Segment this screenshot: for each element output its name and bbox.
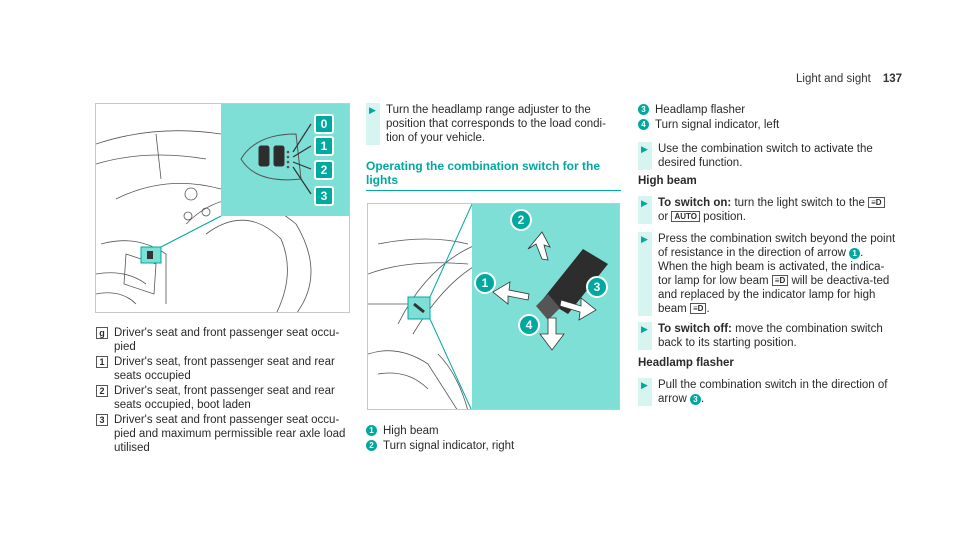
ref-item: 4 Turn signal indicator, left — [638, 118, 896, 132]
step-arrow-icon: ▶ — [641, 324, 648, 334]
ref-text: High beam — [383, 425, 439, 437]
stalk-drawing — [536, 249, 608, 320]
ref-text: Turn signal indicator, left — [655, 119, 780, 131]
callout-badge-1: 1 — [314, 136, 334, 156]
switch-on-text: turn the light switch to the — [734, 197, 865, 209]
instruction-step: ▶ Pull the combination switch in the dir… — [638, 378, 896, 406]
high-beam-heading: High beam — [638, 175, 697, 187]
step-arrow-icon: ▶ — [641, 144, 648, 154]
caption-item: g Driver's seat and front passenger seat… — [96, 326, 351, 354]
caption-key: 2 — [96, 385, 108, 397]
pull-ref-badge: 3 — [689, 394, 701, 405]
ref-item: 1 High beam — [366, 424, 621, 438]
caption-text: Driver's seat, front passenger seat and … — [114, 385, 335, 411]
position-text: position. — [703, 211, 747, 223]
instruction-step: ▶ Press the combination switch beyond th… — [638, 232, 896, 316]
instruction-step: ▶ To switch off: move the combination sw… — [638, 322, 896, 350]
page-number: 137 — [882, 73, 902, 85]
ref-badge: 1 — [366, 425, 377, 436]
column-two: ▶ Turn the headlamp range adjuster to th… — [366, 103, 621, 191]
caption-item: 1 Driver's seat, front passenger seat an… — [96, 355, 351, 383]
ref-badge: 3 — [638, 104, 649, 115]
direction-arrows — [492, 231, 597, 351]
step-arrow-icon: ▶ — [641, 198, 648, 208]
step-arrow-icon: ▶ — [369, 105, 376, 115]
ref-item: 3 Headlamp flasher — [638, 103, 896, 117]
ref-text: Turn signal indicator, right — [383, 440, 515, 452]
press-ref-badge: 1 — [849, 248, 861, 259]
or-text: or — [658, 211, 669, 223]
figure2-refs: 1 High beam 2 Turn signal indicator, rig… — [366, 424, 621, 454]
callout-badge-1: 1 — [474, 272, 496, 294]
step-text: Turn the headlamp range adjuster to the … — [386, 104, 606, 144]
ref-badge: 2 — [366, 440, 377, 451]
combination-switch-figure: 1 2 3 4 — [367, 203, 620, 410]
section-heading: Operating the combination switch for the… — [366, 159, 621, 191]
ref-text: Headlamp flasher — [655, 104, 746, 116]
caption-key: g — [96, 327, 108, 339]
switch-on-label: To switch on: — [658, 197, 732, 209]
step-text: Use the combination switch to activate t… — [658, 143, 873, 169]
caption-key: 1 — [96, 356, 108, 368]
high-beam-symbol-icon: ≡D — [689, 303, 707, 314]
switch-off-label: To switch off: — [658, 323, 732, 335]
instruction-step: ▶ To switch on: turn the light switch to… — [638, 196, 896, 224]
switch-off-text: move the combination switch back to its … — [658, 323, 883, 349]
step-arrow-icon: ▶ — [641, 380, 648, 390]
caption-item: 2 Driver's seat, front passenger seat an… — [96, 384, 351, 412]
page-header: Light and sight 137 — [796, 72, 902, 86]
step-arrow-icon: ▶ — [641, 234, 648, 244]
callout-badge-3: 3 — [586, 276, 608, 298]
ref-item: 2 Turn signal indicator, right — [366, 439, 621, 453]
callout-badge-4: 4 — [518, 314, 540, 336]
instruction-step: ▶ Turn the headlamp range adjuster to th… — [366, 103, 621, 145]
caption-item: 3 Driver's seat and front passenger seat… — [96, 413, 351, 455]
caption-text: Driver's seat and front passenger seat o… — [114, 327, 340, 353]
caption-key: 3 — [96, 414, 108, 426]
headlamp-range-figure: 0 1 2 3 — [95, 103, 350, 313]
callout-badge-2: 2 — [510, 209, 532, 231]
switch-drawing — [240, 133, 302, 181]
column-three: 3 Headlamp flasher 4 Turn signal indicat… — [638, 103, 896, 416]
callout-badge-2: 2 — [314, 160, 334, 180]
caption-text: Driver's seat, front passenger seat and … — [114, 356, 335, 382]
pull-text: Pull the combination switch in the direc… — [658, 379, 888, 405]
headlamp-flasher-heading: Headlamp flasher — [638, 357, 734, 369]
press-text-c: will be deactiva-ted and replaced by the… — [658, 275, 890, 315]
auto-symbol-icon: AUTO — [671, 211, 700, 222]
ref-badge: 4 — [638, 119, 649, 130]
low-beam-symbol-icon: ≡D — [868, 197, 885, 208]
callout-badge-0: 0 — [314, 114, 334, 134]
callout-badge-3: 3 — [314, 186, 334, 206]
instruction-step: ▶ Use the combination switch to activate… — [638, 142, 896, 170]
caption-text: Driver's seat and front passenger seat o… — [114, 414, 346, 454]
low-beam-symbol-icon: ≡D — [771, 275, 789, 286]
press-text: Press the combination switch beyond the … — [658, 233, 896, 259]
section-title: Light and sight — [796, 73, 871, 85]
figure1-captions: g Driver's seat and front passenger seat… — [96, 326, 351, 456]
press-text-b: When the high beam is activated, the ind… — [658, 261, 885, 287]
steering-drawing — [368, 238, 479, 409]
